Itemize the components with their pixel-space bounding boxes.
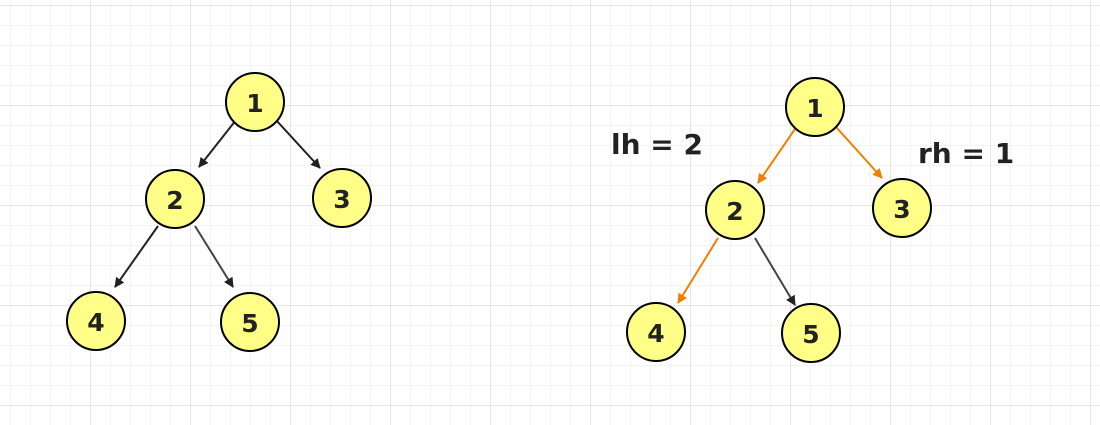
right-tree: 1 2 3 4 5 lh = 2 rh = 1 — [611, 77, 1014, 363]
node-2-label: 2 — [166, 186, 183, 215]
node-2: 2 — [705, 180, 765, 240]
edge-2-4 — [114, 225, 159, 288]
node-5-label: 5 — [802, 320, 819, 349]
edge-2-4-highlighted — [677, 237, 719, 304]
node-4-label: 4 — [87, 308, 104, 337]
node-1-label: 1 — [806, 94, 823, 123]
left-tree: 1 2 3 4 5 — [66, 72, 372, 352]
edge-1-2 — [198, 119, 237, 168]
edge-1-2-highlighted — [757, 128, 796, 184]
node-3: 3 — [872, 178, 932, 238]
edge-2-5 — [194, 225, 234, 288]
node-2: 2 — [145, 169, 205, 229]
node-5: 5 — [781, 303, 841, 363]
node-1: 1 — [225, 72, 285, 132]
node-5-label: 5 — [241, 309, 258, 338]
edge-2-5 — [754, 237, 796, 306]
edge-1-3-highlighted — [835, 126, 883, 179]
node-4: 4 — [66, 291, 126, 351]
node-3-label: 3 — [893, 195, 910, 224]
edge-1-3 — [275, 119, 321, 169]
node-1-label: 1 — [246, 89, 263, 118]
right-height-label: rh = 1 — [918, 137, 1014, 170]
node-3: 3 — [312, 168, 372, 228]
node-5: 5 — [220, 292, 280, 352]
node-2-label: 2 — [726, 197, 743, 226]
node-4-label: 4 — [647, 319, 664, 348]
node-4: 4 — [626, 302, 686, 362]
node-3-label: 3 — [333, 185, 350, 214]
left-tree-edges — [114, 119, 321, 288]
node-1: 1 — [785, 77, 845, 137]
right-tree-edges — [677, 126, 883, 306]
left-height-label: lh = 2 — [611, 128, 703, 161]
